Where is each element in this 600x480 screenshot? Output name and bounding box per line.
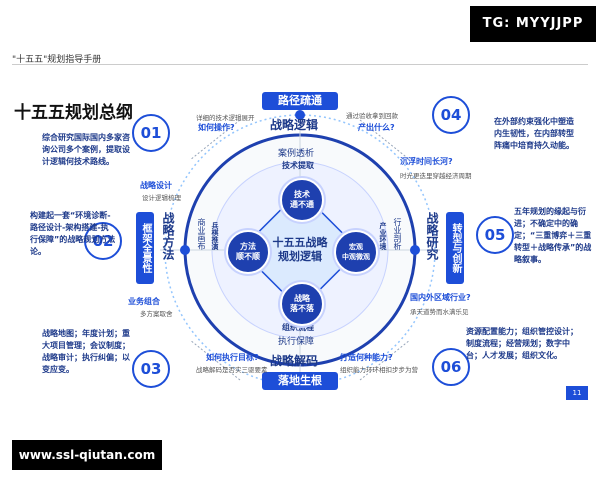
question-intl-industry: 国内外区域行业? xyxy=(410,293,471,302)
badge-04: 04 xyxy=(432,96,470,134)
badge-06: 06 xyxy=(432,348,470,386)
section-06-text: 资源配置能力；组织管控设计；制度流程；经营规划；数字中台；人才发展；组织文化。 xyxy=(466,327,578,360)
note-7: 战略解码是否实三驱要素 xyxy=(196,366,268,374)
bubble-strategy: 战略 落不落 xyxy=(280,282,324,326)
header-divider xyxy=(12,64,588,65)
bubble-macro: 宏观 中观微观 xyxy=(334,230,378,274)
bubble-tech: 技术 通不通 xyxy=(280,178,324,222)
question-how-execute: 如何执行目标? xyxy=(206,353,259,362)
section-03-text: 战略地图；年度计划；重大项目管理；会议制度；战略审计；执行纠偏；以变应变。 xyxy=(42,329,130,374)
watermark-bottom: www.ssl-qiutan.com xyxy=(12,440,162,470)
center-title: 十五五战略规划逻辑 xyxy=(272,236,328,263)
question-how-operate: 如何操作? xyxy=(198,123,235,132)
watermark-top: TG: MYYJJPP xyxy=(470,6,596,42)
bubble-method: 方法 顺不顺 xyxy=(226,230,270,274)
question-what-ability: 打造何种能力? xyxy=(340,353,393,362)
label-strategy-design: 战略设计 xyxy=(140,181,172,190)
label-strategy-logic: 战略逻辑 xyxy=(270,118,319,132)
section-01-text: 综合研究国际国内多家咨询公司多个案例，提取设计逻辑何技术路线。 xyxy=(42,133,130,166)
page-number: 11 xyxy=(566,386,588,400)
header-label: "十五五"规划指导手册 xyxy=(12,55,102,65)
bottom-banner: 落地生根 xyxy=(262,372,338,390)
section-05-text: 五年规划的缘起与衍进；不确定中的确定；“三重博弈＋三重转型＋战略传承”的战略叙事… xyxy=(514,207,592,264)
note-2: 通过验收拿到回款 xyxy=(346,112,398,120)
badge-03: 03 xyxy=(132,350,170,388)
tab-framework: 框架全景性 xyxy=(136,212,154,284)
section-04-text: 在外部约束强化中塑造内生韧性，在内部转型阵痛中培育持久动能。 xyxy=(494,117,574,150)
note-1: 详细的技术逻辑展开 xyxy=(196,114,255,122)
tab-transformation: 转型与创新 xyxy=(446,212,464,284)
ring-label-industry: 行业剖析 xyxy=(393,218,402,250)
question-output: 产出什么? xyxy=(358,123,395,132)
ring-label-exec: 执行保障 xyxy=(278,337,315,347)
ring-label-bingqi: 兵棋推演 xyxy=(211,222,219,250)
note-3: 设计逻辑梳理 xyxy=(142,194,181,202)
ring-label-business: 商业画布 xyxy=(197,218,206,250)
top-banner: 路径疏通 xyxy=(262,92,338,110)
label-strategy-research: 战略研究 xyxy=(425,212,439,260)
ring-label-org: 组织流程 xyxy=(282,323,314,332)
badge-05: 05 xyxy=(476,216,514,254)
label-strategy-decode: 战略解码 xyxy=(270,354,319,368)
label-business-combo: 业务组合 xyxy=(128,297,160,306)
badge-01: 01 xyxy=(132,114,170,152)
question-sink-time: 沉浮时间长河? xyxy=(400,157,453,166)
ring-label-tech: 技术提取 xyxy=(282,161,314,170)
ring-label-environment: 产业环境 xyxy=(379,222,387,250)
note-4: 时光更迭里穿越经济周期 xyxy=(400,172,472,180)
note-5: 多方案取舍 xyxy=(140,310,173,318)
note-6: 承天道势而水满乐见 xyxy=(410,308,469,316)
badge-02: 02 xyxy=(84,222,122,260)
ring-label-case: 案例透析 xyxy=(278,149,315,159)
section-02-text: 构建起一套“环境诊断-路径设计-架构搭建-执行保障”的战略规划方法论。 xyxy=(30,211,116,256)
label-strategy-method: 战略方法 xyxy=(161,212,175,260)
note-8: 组织能力环环相扣步步为营 xyxy=(340,366,418,374)
page-title: 十五五规划总纲 xyxy=(14,103,133,123)
